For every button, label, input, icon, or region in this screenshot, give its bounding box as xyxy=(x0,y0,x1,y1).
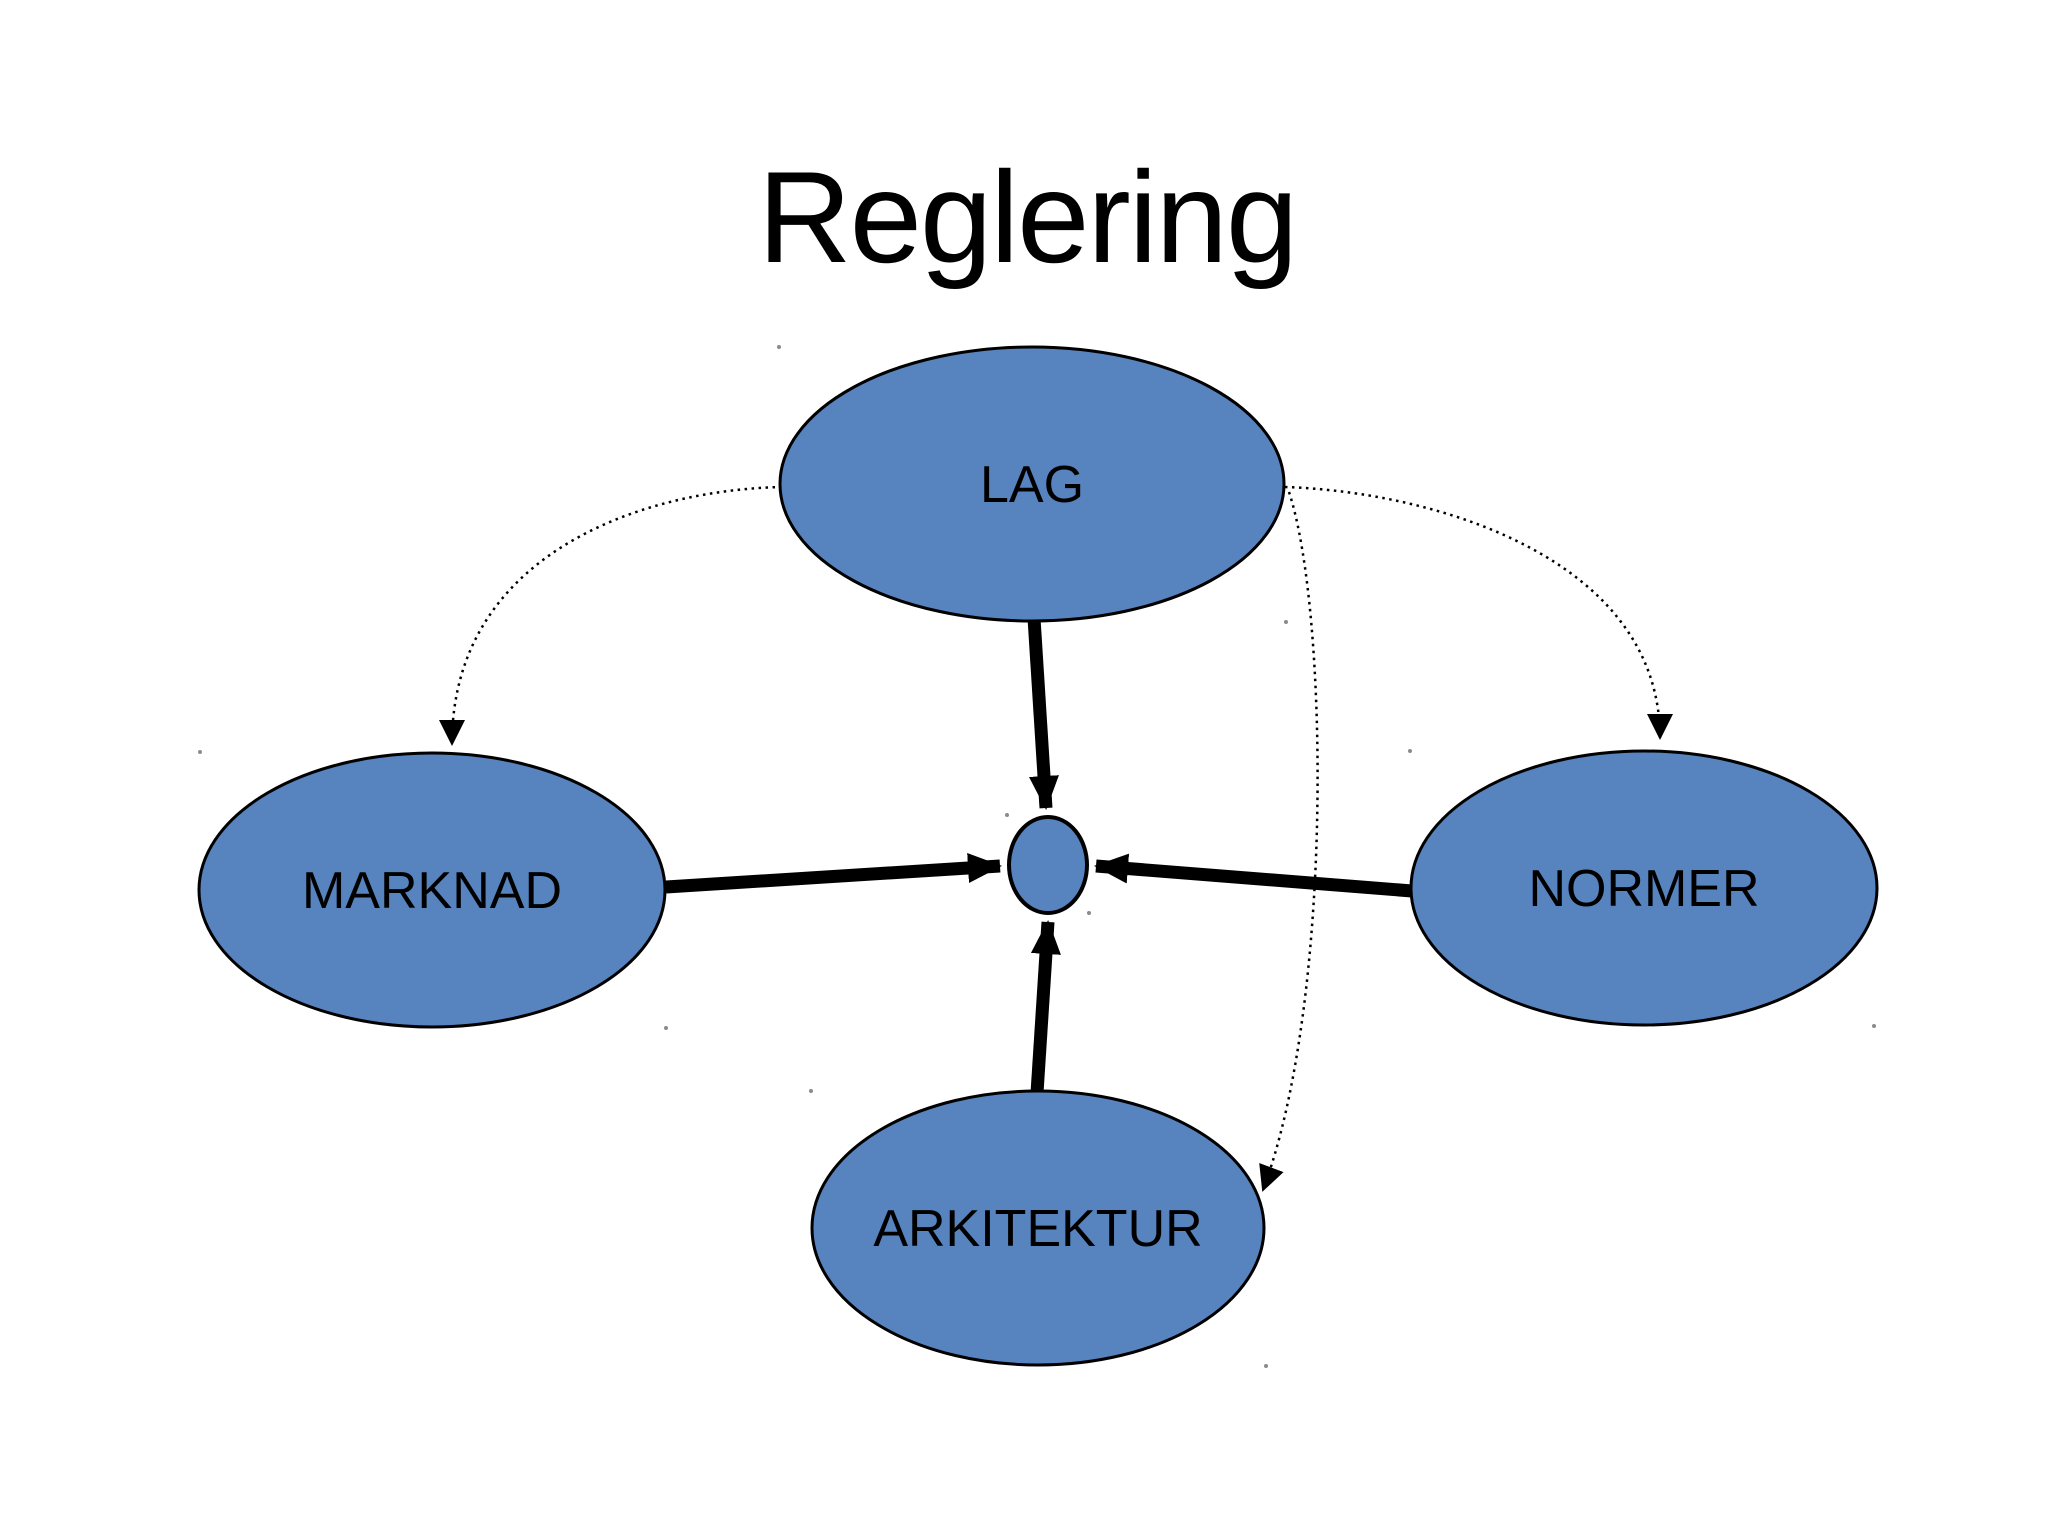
node-normer: NORMER xyxy=(1409,749,1879,1027)
solid-arrow-marknad-to-center xyxy=(665,853,1002,894)
normer-ellipse xyxy=(1409,749,1879,1027)
node-arkitektur: ARKITEKTUR xyxy=(810,1089,1266,1367)
center-dot-ellipse xyxy=(1007,815,1089,915)
solid-arrow-arkitektur-to-center xyxy=(1030,920,1061,1094)
artifact-dots xyxy=(198,345,1876,1368)
arkitektur-ellipse xyxy=(810,1089,1266,1367)
solid-arrow-lag-to-center xyxy=(1027,617,1059,810)
node-lag: LAG xyxy=(778,345,1286,623)
arkitektur-label: ARKITEKTUR xyxy=(873,1200,1202,1258)
node-marknad: MARKNAD xyxy=(197,751,667,1029)
page-title: Reglering xyxy=(758,144,1296,290)
normer-label: NORMER xyxy=(1528,860,1759,918)
dotted-arrow-lag-to-marknad xyxy=(439,485,783,746)
lag-label: LAG xyxy=(980,456,1084,514)
marknad-ellipse xyxy=(197,751,667,1029)
marknad-label: MARKNAD xyxy=(302,862,562,920)
lag-ellipse xyxy=(778,345,1286,623)
dotted-arrow-lag-to-normer xyxy=(1284,485,1673,740)
solid-arrow-normer-to-center xyxy=(1094,853,1413,898)
dotted-arrow-lag-to-arkitektur xyxy=(1259,491,1319,1192)
